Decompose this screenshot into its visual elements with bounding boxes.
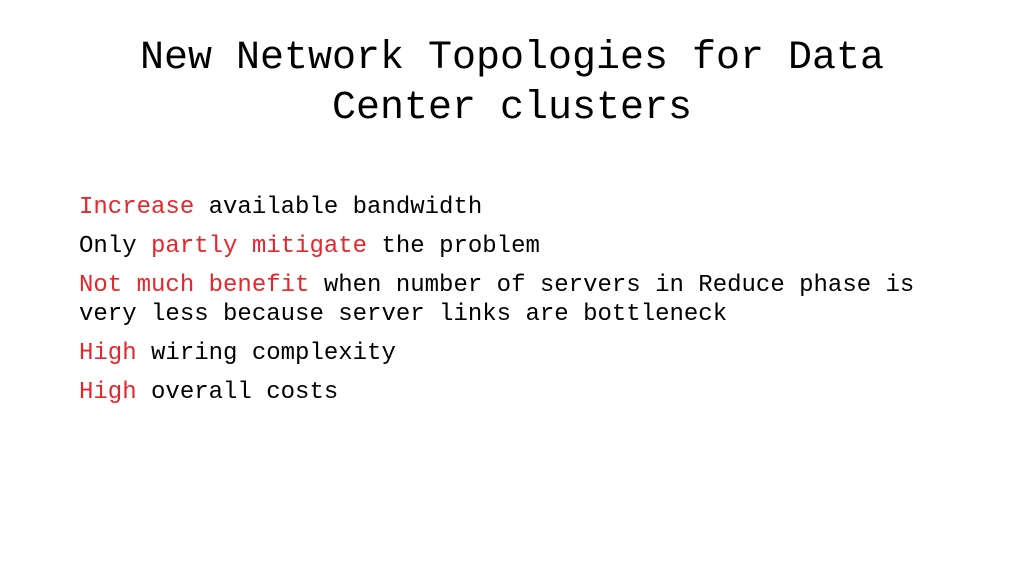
bullet-text: the problem bbox=[367, 233, 540, 260]
slide-title-line-2: Center clusters bbox=[331, 86, 693, 131]
bullet-highlight-text: High bbox=[79, 339, 137, 367]
bullet-highlight-text: High bbox=[79, 378, 137, 406]
bullet-highlight-text: partly mitigate bbox=[151, 233, 368, 260]
bullet-highlight-text: Not much benefit bbox=[79, 272, 310, 299]
bullet-item: High wiring complexity bbox=[79, 340, 949, 369]
bullet-text: Only bbox=[79, 233, 152, 260]
bullet-item: Increase available bandwidth bbox=[79, 194, 949, 223]
bullet-item: High overall costs bbox=[79, 379, 949, 408]
bullet-item: Not much benefit when number of servers … bbox=[79, 272, 949, 329]
slide-title-line-1: New Network Topologies for Data bbox=[139, 36, 885, 81]
bullet-text: overall costs bbox=[136, 378, 339, 406]
bullet-text: when number of servers in Reduce phase i… bbox=[79, 272, 915, 328]
bullet-text: wiring complexity bbox=[136, 339, 396, 367]
bullet-list: Increase available bandwidth Only partly… bbox=[79, 194, 949, 418]
bullet-item: Only partly mitigate the problem bbox=[79, 233, 949, 262]
bullet-text: available bandwidth bbox=[194, 194, 483, 221]
bullet-highlight-text: Increase bbox=[79, 194, 195, 221]
slide-title: New Network Topologies for Data Center c… bbox=[60, 34, 964, 134]
